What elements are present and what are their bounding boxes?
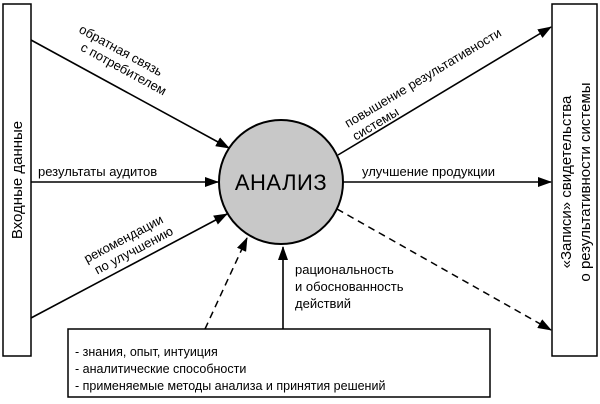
effectiveness-label-line1: повышение результативности: [342, 25, 504, 131]
rationality-label-line3: действий: [295, 296, 351, 311]
product-label: улучшение продукции: [362, 164, 495, 179]
records-label-line1: «Записи» свидетельства: [558, 95, 575, 268]
records-box: [551, 3, 598, 357]
records-dashed-arrow: [336, 208, 552, 331]
audits-label: результаты аудитов: [38, 164, 157, 179]
rationality-label-line2: и обоснованность: [295, 279, 404, 294]
competence-box: [67, 328, 491, 398]
analysis-label: АНАЛИЗ: [235, 170, 327, 195]
effectiveness-arrow: [337, 26, 552, 156]
competence-item-2: - аналитические способности: [75, 362, 246, 376]
rationality-label-line1: рациональность: [295, 262, 394, 277]
input-data-label: Входные данные: [9, 121, 26, 239]
input-data-box: [2, 3, 32, 357]
competence-item-1: - знания, опыт, интуиция: [75, 345, 218, 359]
feedback-arrow: [30, 39, 230, 149]
recommendations-arrow: [30, 213, 228, 319]
records-label-line2: о результативности системы: [577, 82, 594, 281]
competence-item-3: - применяемые методы анализа и принятия …: [75, 379, 385, 393]
competence-dashed-arrow: [204, 237, 248, 330]
